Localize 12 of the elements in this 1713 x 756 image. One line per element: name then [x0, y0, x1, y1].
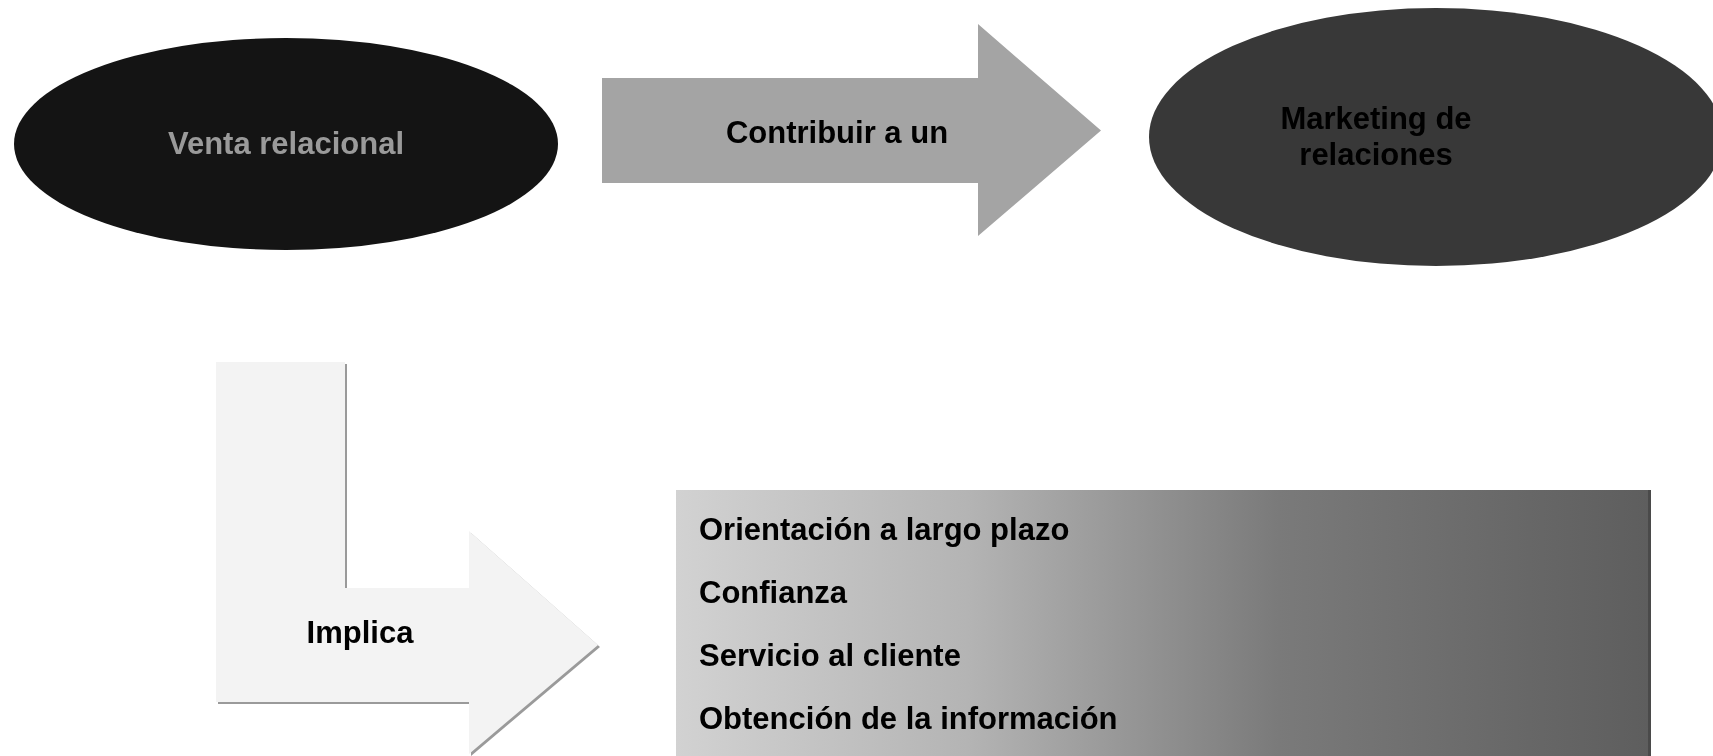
list-item: Obtención de la información	[699, 700, 1118, 738]
node-label: Marketing de relaciones	[1279, 101, 1473, 173]
list-item: Servicio al cliente	[699, 637, 961, 675]
edge-label: Contribuir a un	[725, 115, 949, 151]
node-label: Venta relacional	[167, 126, 405, 162]
list-item: Orientación a largo plazo	[699, 511, 1070, 549]
gradient-panel	[676, 490, 1648, 756]
block-arrow	[216, 362, 598, 754]
edge-label: Implica	[306, 615, 414, 651]
list-item: Confianza	[699, 574, 848, 612]
ellipse-node	[14, 38, 558, 250]
block-arrow	[602, 24, 1101, 236]
